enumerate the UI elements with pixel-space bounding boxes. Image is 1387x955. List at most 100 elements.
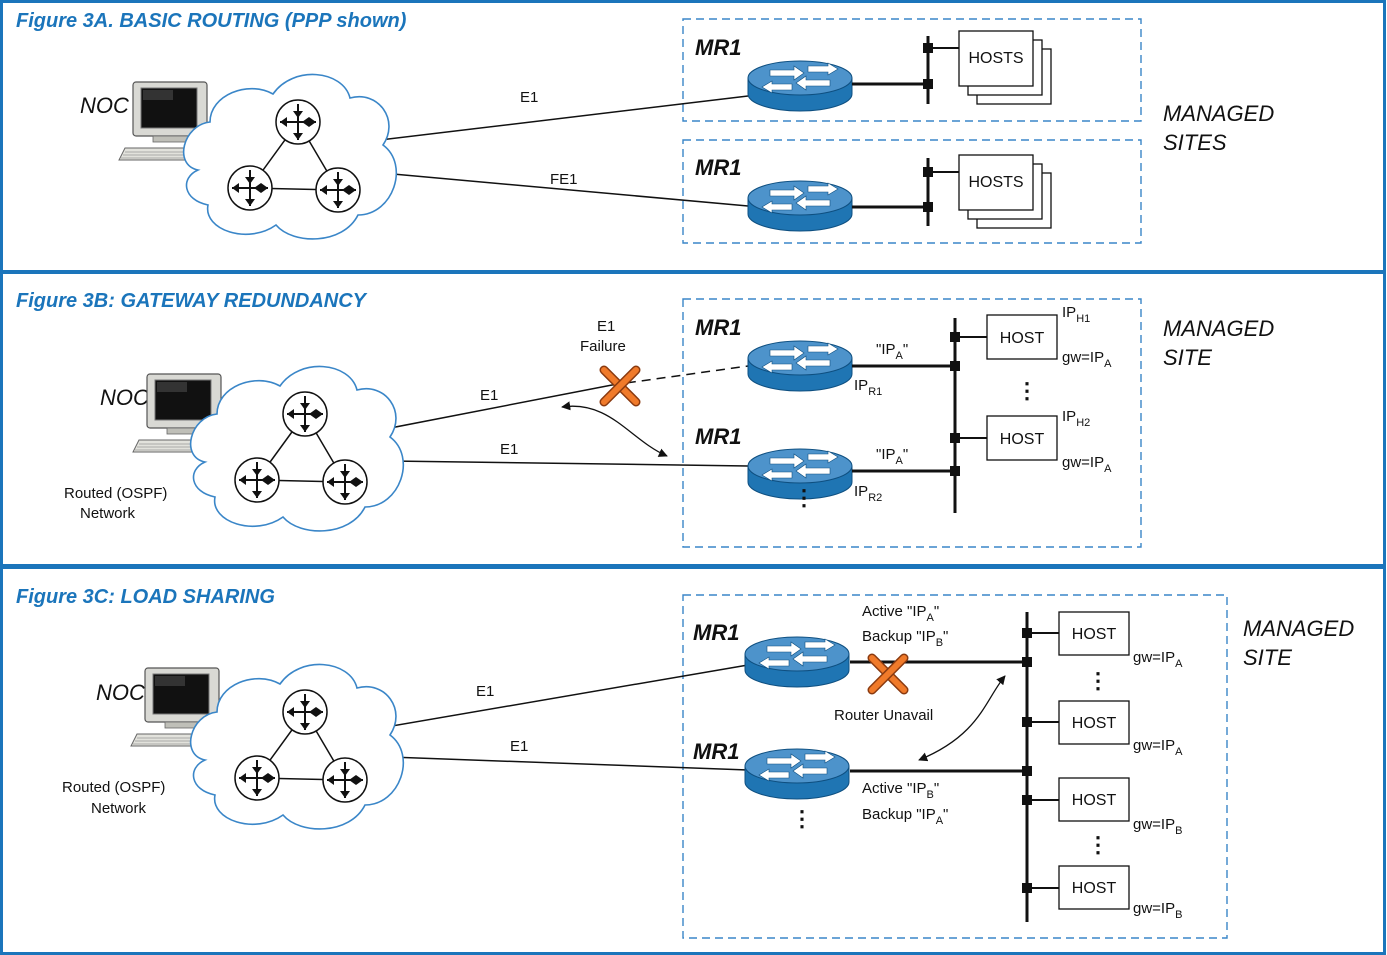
router-node-arrowhead: [349, 477, 356, 487]
router-arrow: [769, 185, 805, 201]
router-node-icon: [322, 757, 368, 803]
router-icon: [747, 60, 853, 112]
router-node-icon: [282, 689, 328, 735]
lan-port: [1022, 628, 1032, 638]
router-label: MR1: [695, 424, 741, 449]
managed-sites-label: MANAGED: [1163, 101, 1274, 126]
active-ip-label: Active "IPB": [862, 780, 939, 801]
router-node-arrowhead: [309, 707, 316, 717]
more-hosts-ellipsis: ⋮: [1087, 668, 1109, 693]
router-label: MR1: [695, 35, 741, 60]
failure-x-stroke: [601, 367, 639, 405]
router-label: MR1: [693, 739, 739, 764]
e1-link: [389, 460, 749, 467]
ospf-label: Network: [80, 505, 136, 522]
router-node-arrowhead: [268, 475, 275, 485]
router-node-arrowhead: [327, 477, 334, 487]
router-node-icon: [234, 755, 280, 801]
host-box: [986, 314, 1058, 360]
router-top: [747, 180, 853, 216]
hosts-label: HOSTS: [968, 50, 1023, 67]
router-node-arrowhead: [293, 133, 303, 140]
router-arrow: [761, 468, 793, 482]
e1-link: [379, 664, 749, 729]
host-label: HOST: [1072, 626, 1117, 643]
router-icon: [744, 636, 850, 688]
more-routers-ellipsis: ⋮: [793, 485, 815, 510]
router-node-arrowhead: [340, 769, 350, 776]
router-arrow: [807, 450, 839, 464]
router-arrow: [766, 641, 802, 657]
router-arrow: [807, 342, 839, 356]
lan-port: [923, 167, 933, 177]
router-label: MR1: [693, 620, 739, 645]
host-ip-label: IPH1: [1062, 304, 1090, 325]
router-top: [747, 60, 853, 96]
cloud-outline: [189, 365, 405, 532]
panel-frame: [0, 271, 1386, 567]
link-label: E1: [480, 387, 498, 404]
managed-site-box: [682, 298, 1142, 548]
link-label: E1: [500, 441, 518, 458]
hosts-stack-icon: HOSTS: [958, 154, 1052, 229]
router-arrow: [769, 65, 805, 81]
managed-site-box: [682, 139, 1142, 244]
hosts-stack-front: [958, 154, 1034, 211]
router-node-icon: [315, 167, 361, 213]
host-label: HOST: [1000, 330, 1045, 347]
lan-port: [1022, 883, 1032, 893]
noc-label: NOC: [96, 680, 145, 705]
router-node-arrowhead: [252, 469, 262, 476]
router-icon: [747, 448, 853, 500]
monitor-stand: [152, 135, 190, 143]
more-hosts-ellipsis: ⋮: [1016, 378, 1038, 403]
panel-title: Figure 3B: GATEWAY REDUNDANCY: [16, 290, 368, 312]
router-node-arrowhead: [252, 767, 262, 774]
e1-link: [379, 95, 749, 141]
router-node-icon: [282, 391, 328, 437]
router-arrow: [761, 80, 793, 94]
e1-link: [389, 756, 749, 771]
router-top: [747, 448, 853, 484]
gateway-label: gw=IPA: [1133, 737, 1183, 758]
router-node-arrowhead: [316, 409, 323, 419]
router-arrow: [795, 195, 831, 211]
router-arrow: [758, 768, 790, 782]
host-label: HOST: [1072, 880, 1117, 897]
router-node-arrowhead: [320, 185, 327, 195]
pc-terminal-icon: [132, 373, 234, 453]
router-node-arrowhead: [300, 723, 310, 730]
managed-sites-label: SITES: [1163, 130, 1227, 155]
router-node-arrowhead: [349, 775, 356, 785]
router-node-arrowhead: [302, 117, 309, 127]
backup-ip-label: Backup "IPA": [862, 806, 948, 827]
router-icon: [744, 748, 850, 800]
lan-port: [1022, 795, 1032, 805]
panel-3a: Figure 3A. BASIC ROUTING (PPP shown) E1 …: [0, 0, 1386, 273]
failover-arrow: [561, 401, 668, 457]
router-node-arrowhead: [340, 471, 350, 478]
router-node-arrowhead: [252, 789, 262, 796]
gateway-label: gw=IPA: [1062, 454, 1112, 475]
router-arrow: [761, 360, 793, 374]
managed-site-label: MANAGED: [1243, 616, 1354, 641]
router-ip-label: IPR2: [854, 483, 882, 504]
router-arrow: [758, 656, 790, 670]
router-node-arrowhead: [261, 183, 268, 193]
host-label: HOST: [1072, 715, 1117, 732]
managed-site-label: SITE: [1163, 345, 1212, 370]
router-node-arrowhead: [254, 183, 261, 193]
e1-link: [379, 384, 613, 431]
panel-3c: Figure 3C: LOAD SHARING E1 E1 NOC Routed…: [0, 566, 1386, 955]
hosts-stack-icon: HOSTS: [958, 30, 1052, 105]
router-node-arrowhead: [252, 491, 262, 498]
managed-site-box: [682, 594, 1228, 939]
router-label: MR1: [695, 315, 741, 340]
router-node-arrowhead: [356, 477, 363, 487]
panel-title: Figure 3A. BASIC ROUTING (PPP shown): [16, 10, 407, 32]
monitor-glare: [143, 90, 173, 100]
router-node-arrowhead: [300, 701, 310, 708]
failure-x-icon: [867, 653, 909, 695]
hosts-label: HOSTS: [968, 174, 1023, 191]
router-arrow: [792, 651, 828, 667]
